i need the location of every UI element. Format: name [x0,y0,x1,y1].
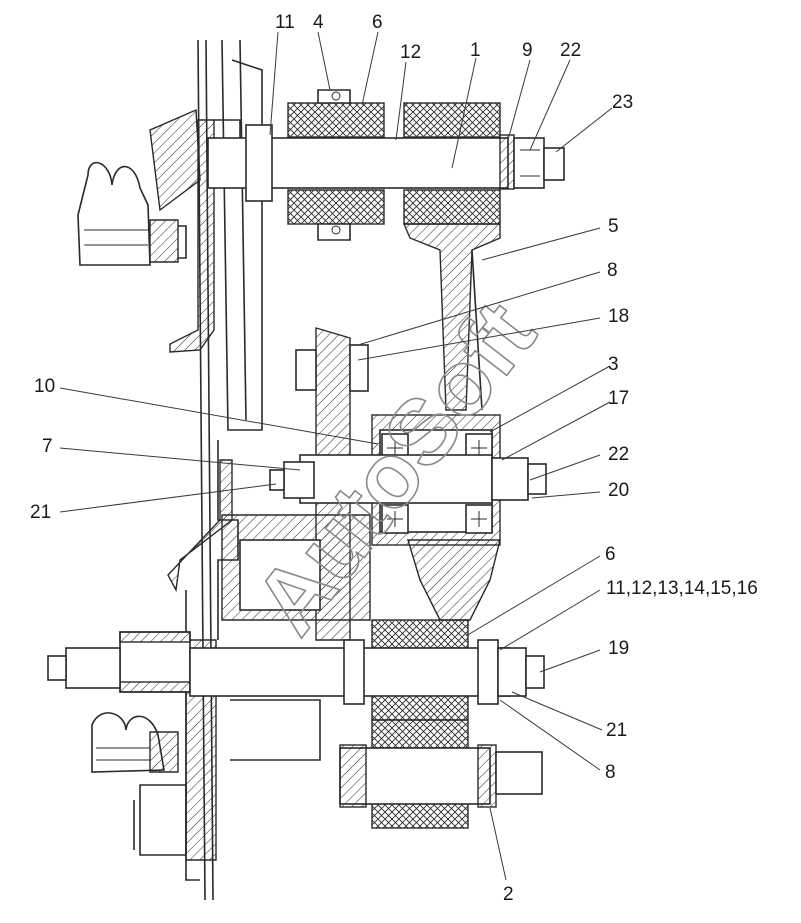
callout-labels: 11 4 6 12 1 9 22 23 5 8 18 3 10 17 7 22 … [30,12,758,905]
middle-bearing-assembly [269,414,547,546]
callout-11: 11 [275,12,295,33]
belt-profile-top [77,161,187,266]
callout-7: 7 [42,436,53,457]
callout-17: 17 [608,388,629,409]
callout-6: 6 [372,12,383,33]
callout-18: 18 [608,306,629,327]
callout-19: 19 [608,638,629,659]
upper-shaft-assembly [207,89,565,241]
middle-plate [221,327,371,641]
callout-6-lower: 6 [605,544,616,565]
callout-23: 23 [612,92,633,113]
callout-10: 10 [34,376,55,397]
callout-5: 5 [608,216,619,237]
callout-22: 22 [560,40,581,61]
callout-22-mid: 22 [608,444,629,465]
callout-21-lower: 21 [606,720,627,741]
callout-2: 2 [503,884,514,905]
callout-12: 12 [400,42,421,63]
callout-11-16: 11,12,13,14,15,16 [606,578,758,599]
callout-8-lower: 8 [605,762,616,783]
bottom-sprocket [339,719,543,829]
callout-8: 8 [607,260,618,281]
callout-4: 4 [313,12,324,33]
callout-3: 3 [608,354,619,375]
callout-9: 9 [522,40,533,61]
callout-20: 20 [608,480,629,501]
lower-shaft-assembly [47,619,545,721]
callout-1: 1 [470,40,481,61]
leader-lines [59,31,613,881]
belt-profile-bottom [91,712,179,773]
callout-21: 21 [30,502,51,523]
